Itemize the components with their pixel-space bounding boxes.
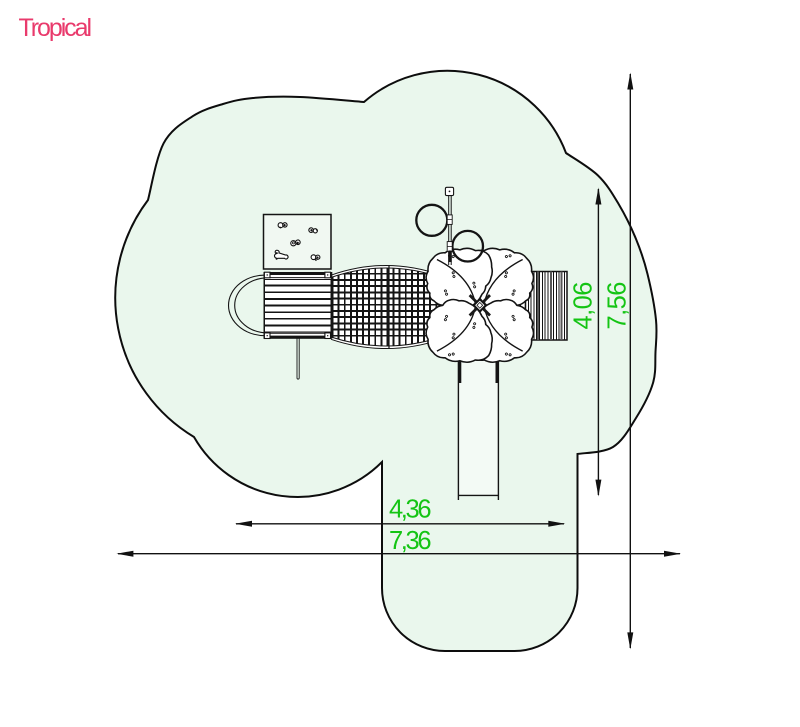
svg-text:4,06: 4,06 xyxy=(570,282,598,330)
svg-text:Tropical: Tropical xyxy=(19,14,93,42)
svg-text:7,56: 7,56 xyxy=(604,282,632,330)
svg-text:4,36: 4,36 xyxy=(389,496,432,524)
svg-text:7,36: 7,36 xyxy=(389,527,432,555)
